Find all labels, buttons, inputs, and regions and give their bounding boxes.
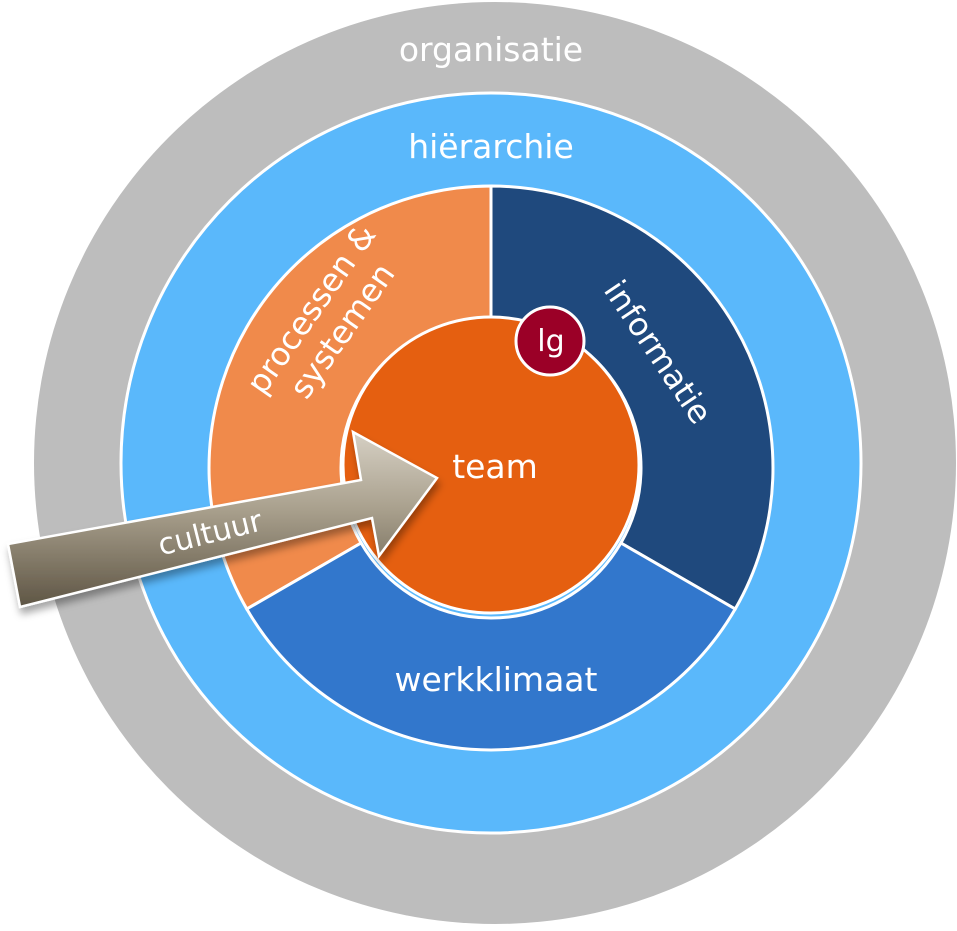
cultuur-arrow-shape (6, 429, 439, 609)
werkklimaat-label: werkklimaat (395, 660, 598, 699)
lg-label: lg (537, 324, 564, 359)
organisatie-label: organisatie (399, 30, 583, 69)
cultuur-arrow (6, 429, 439, 609)
werkklimaat-segment (244, 540, 738, 752)
team-label: team (452, 447, 538, 486)
lg-badge (514, 305, 586, 377)
hierarchie-label: hiërarchie (408, 127, 574, 166)
team-core (341, 315, 641, 615)
